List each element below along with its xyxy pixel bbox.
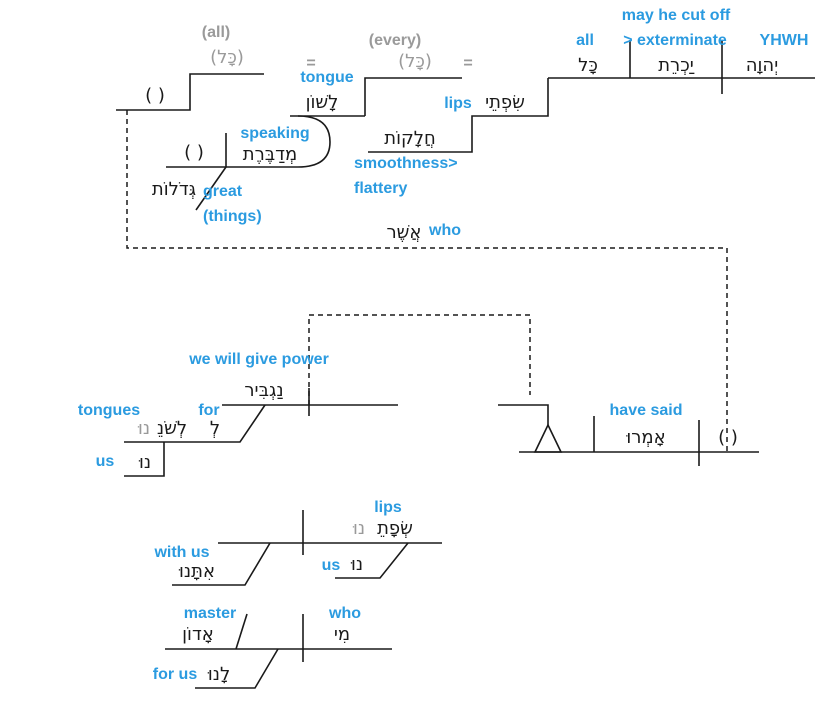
- great-hebrew: גְּדֹלוֹת: [152, 179, 196, 200]
- have-said-hebrew: אָמְרוּ: [626, 427, 666, 448]
- with-us-hebrew: אִתָּנוּ: [179, 561, 215, 582]
- all-implied-gloss: (all): [202, 24, 230, 41]
- master-hebrew: אָדוֹן: [182, 624, 214, 645]
- lips-gloss: lips: [444, 95, 472, 112]
- speech1-prep-line: [124, 404, 266, 443]
- great-gloss-line2: (things): [203, 208, 262, 225]
- lips2-hebrew: שְׂפָתֵ: [377, 518, 413, 539]
- cut-off-hebrew: יַכְרֵת: [658, 55, 695, 76]
- master-gloss: master: [184, 605, 236, 622]
- give-power-gloss: we will give power: [188, 351, 329, 368]
- speech-clause-2: שְׂפָתֵ נוּ נוּ אִתָּנוּ lips us with us: [153, 499, 442, 586]
- for-us-gloss: for us: [153, 666, 198, 683]
- lips-hebrew: שִׂפְתֵי: [485, 92, 525, 113]
- speech2-us-line: [335, 542, 409, 579]
- tongues-gloss: tongues: [78, 402, 140, 419]
- cut-off-gloss-line1: may he cut off: [622, 7, 731, 24]
- speech2-with-us-line: [172, 542, 271, 586]
- great-modifier-line: [195, 166, 227, 211]
- every-hebrew: (כָּל): [398, 51, 432, 72]
- who-gloss: who: [428, 222, 461, 239]
- all-stair: [116, 73, 264, 111]
- smoothness-hebrew: חֲלָקוֹת: [384, 128, 436, 149]
- smoothness-gloss-line1: smoothness>: [354, 155, 458, 172]
- all-implied-hebrew: (כָּל): [210, 47, 244, 68]
- cut-off-gloss-line2: > exterminate: [623, 32, 727, 49]
- tongue-gloss: tongue: [300, 69, 353, 86]
- us-gloss-1: us: [96, 453, 115, 470]
- equals-sign-1: =: [306, 55, 315, 72]
- tongues-suffix: נוּ: [138, 418, 150, 439]
- speech-clause-3: אָדוֹן מִי לָנוּ master who for us: [153, 605, 392, 689]
- great-gloss-line1: great: [203, 183, 243, 200]
- us2-gloss: us: [322, 557, 341, 574]
- us2-hebrew: נוּ: [351, 554, 363, 575]
- relative-connector: [126, 110, 728, 452]
- all-hebrew: כָּל: [578, 55, 598, 76]
- with-us-gloss: with us: [153, 544, 209, 561]
- equals-sign-2: =: [463, 55, 472, 72]
- for-gloss: for: [198, 402, 219, 419]
- speech3-for-us-line: [195, 648, 279, 689]
- main-clause: יְהוָה יַכְרֵת כָּל שִׂפְתֵי חֲלָקוֹת (כ…: [116, 7, 815, 243]
- empty-slot-speaking: ( ): [184, 142, 204, 163]
- speaking-hebrew: מְדַבֶּרֶת: [243, 144, 297, 165]
- speech3-master-slash: [235, 613, 248, 650]
- have-said-gloss: have said: [610, 402, 683, 419]
- tongues-hebrew: לְשֹׁנֵ: [157, 418, 187, 439]
- for-us-hebrew: לָנוּ: [207, 664, 230, 685]
- tongue-hebrew: לָשׁוֹן: [306, 92, 339, 113]
- who2-hebrew: מִי: [334, 624, 350, 645]
- smoothness-gloss-line2: flattery: [354, 180, 407, 197]
- pedestal-triangle: [533, 423, 563, 453]
- lips2-suffix: נוּ: [353, 518, 365, 539]
- pedestal-top: [498, 404, 549, 425]
- who-hebrew: אֲשֶׁר: [387, 222, 422, 243]
- all-gloss: all: [576, 32, 594, 49]
- lips2-gloss: lips: [374, 499, 402, 516]
- speaking-gloss: speaking: [240, 125, 309, 142]
- empty-slot-relative: ( ): [718, 427, 738, 448]
- every-gloss: (every): [369, 32, 421, 49]
- speech1-us-stair: [124, 442, 165, 477]
- for-hebrew: לְ: [210, 418, 220, 439]
- speaking-curve: [297, 115, 331, 168]
- speech-clause-1: נַגְבִּיר לְ לְשֹׁנֵ נוּ נוּ we will giv…: [78, 351, 398, 477]
- quotation-connector: [308, 314, 531, 405]
- give-power-hebrew: נַגְבִּיר: [244, 380, 283, 401]
- relative-clause: אָמְרוּ ( ) have said: [498, 402, 759, 466]
- yhwh-gloss: YHWH: [760, 32, 809, 49]
- every-stair: [364, 77, 462, 116]
- lips-stair: [368, 78, 549, 153]
- empty-slot-main: ( ): [145, 85, 165, 106]
- who2-gloss: who: [328, 605, 361, 622]
- us-hebrew: נוּ: [139, 452, 151, 473]
- yhwh-hebrew: יְהוָה: [746, 55, 778, 76]
